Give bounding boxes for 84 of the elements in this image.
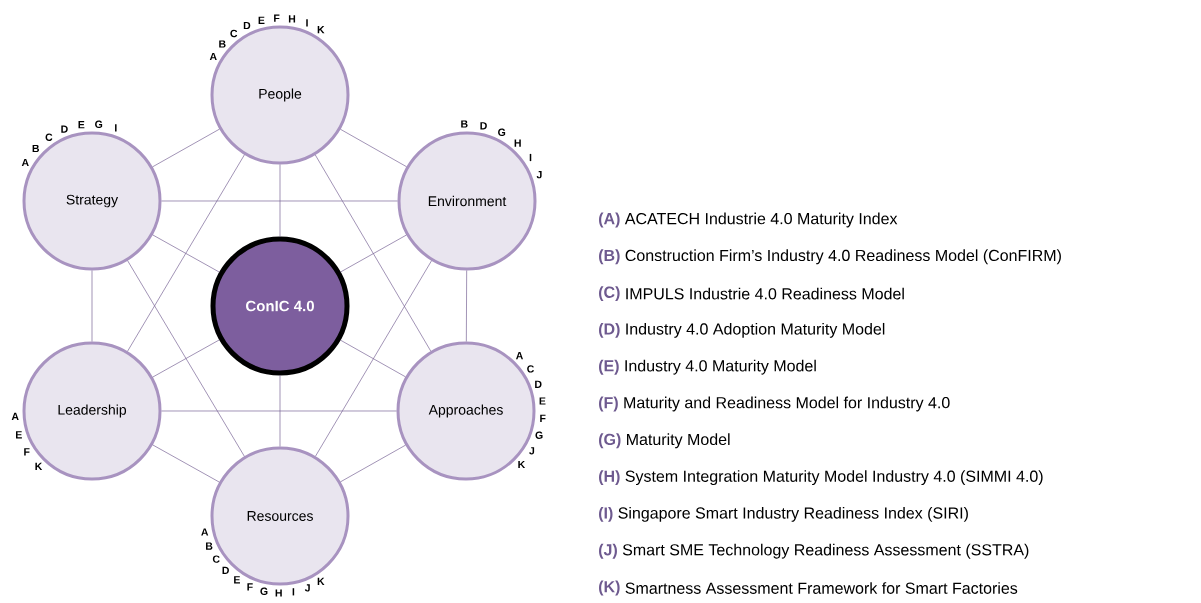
- letter-label: J: [536, 171, 542, 179]
- connector-line: [152, 234, 220, 273]
- connector-line: [152, 339, 220, 378]
- letter-label: B: [461, 120, 468, 128]
- key-letter: (H): [599, 470, 620, 486]
- connector-line: [152, 444, 220, 483]
- key-letter: (F): [599, 396, 618, 412]
- letter-label: A: [201, 528, 209, 536]
- letter-label: D: [222, 566, 229, 574]
- key-letter: (B): [599, 249, 620, 265]
- connector-line: [340, 128, 407, 168]
- letter-label: G: [95, 120, 103, 128]
- model-name: System Integration Maturity Model Industry 4.0 (SIMMI 4.0): [625, 470, 1043, 486]
- connector-line: [314, 154, 432, 352]
- letter-label: B: [206, 542, 213, 550]
- letter-label: E: [539, 397, 546, 405]
- key-letter: (J): [599, 543, 617, 559]
- key-letter: (G): [599, 433, 621, 449]
- key-letter: (K): [599, 580, 620, 596]
- letter-label: E: [78, 121, 85, 129]
- model-name: Industry 4.0 Maturity Model: [625, 359, 816, 375]
- key-letter: (C): [599, 286, 620, 302]
- letter-label: C: [212, 555, 220, 563]
- connector-line: [466, 270, 468, 342]
- letter-label: K: [35, 462, 43, 470]
- letter-label: G: [498, 128, 506, 136]
- letter-label: I: [529, 153, 532, 162]
- letter-label: B: [32, 144, 39, 153]
- connector-line: [279, 164, 281, 237]
- model-name: Maturity Model: [627, 433, 730, 449]
- letter-label: B: [219, 40, 226, 48]
- model-name: Industry 4.0 Adoption Maturity Model: [626, 322, 885, 338]
- letter-label: F: [274, 14, 280, 22]
- key-letter: (D): [599, 322, 620, 338]
- letter-label: I: [115, 124, 117, 132]
- connector-line: [127, 260, 245, 457]
- letter-label: H: [514, 139, 521, 147]
- letter-label: A: [516, 352, 523, 360]
- key-letter: (A): [599, 212, 620, 228]
- model-name: IMPULS Industrie 4.0 Readiness Model: [626, 287, 904, 300]
- letter-label: E: [258, 16, 265, 24]
- letter-label: A: [21, 158, 29, 167]
- letter-label: A: [11, 412, 19, 420]
- letter-label: D: [480, 122, 487, 130]
- model-name: Maturity and Readiness Model for Industry 4.0: [624, 396, 950, 412]
- key-letter: (E): [599, 359, 619, 375]
- letter-label: G: [260, 587, 268, 595]
- connector-line: [315, 260, 432, 457]
- letter-label: C: [527, 365, 534, 373]
- letter-label: G: [535, 431, 543, 439]
- letter-label: E: [234, 576, 240, 584]
- connector-line: [161, 410, 397, 412]
- model-name: Smartness Assessment Framework for Smart Factories: [625, 582, 1018, 594]
- letter-label: K: [317, 26, 325, 34]
- model-name: Singapore Smart Industry Readiness Index (SIRI): [618, 506, 968, 522]
- connector-line: [340, 234, 407, 273]
- connector-line: [152, 128, 220, 168]
- letter-label: C: [230, 29, 238, 38]
- letter-label: J: [529, 447, 535, 455]
- letter-label: F: [247, 583, 253, 591]
- letter-label: E: [16, 431, 22, 439]
- connector-line: [279, 375, 281, 447]
- letter-label: F: [540, 414, 546, 422]
- letter-label: I: [306, 19, 308, 27]
- letter-label: C: [45, 133, 53, 141]
- letter-label: A: [209, 52, 217, 61]
- connector-line: [340, 444, 406, 483]
- connector-line: [127, 154, 245, 352]
- letter-label: K: [518, 460, 526, 469]
- connector-line: [161, 200, 398, 202]
- letter-label: D: [535, 380, 542, 388]
- model-name: Smart SME Technology Readiness Assessment (SSTRA): [622, 543, 1029, 559]
- letter-label: I: [292, 588, 295, 596]
- key-letter: (I): [599, 506, 613, 522]
- connector-line: [91, 270, 93, 342]
- letter-label: F: [24, 448, 30, 456]
- connector-line: [340, 339, 406, 378]
- model-name: Construction Firm’s Industry 4.0 Readiness Model (ConFIRM): [625, 249, 1061, 265]
- letter-label: D: [61, 125, 68, 133]
- letter-label: H: [275, 589, 282, 597]
- letter-label: H: [288, 15, 296, 23]
- letter-label: K: [317, 577, 325, 585]
- model-name: ACATECH Industrie 4.0 Maturity Index: [624, 212, 898, 228]
- letter-label: J: [304, 584, 310, 592]
